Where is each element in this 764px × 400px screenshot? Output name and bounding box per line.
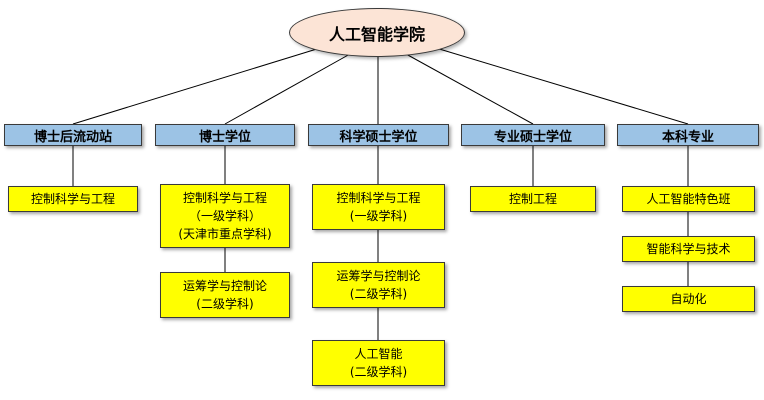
node-artificial-intelligence: 人工智能 (二级学科) xyxy=(312,340,445,386)
node-automation: 自动化 xyxy=(622,286,755,312)
node-control-science-first-level: 控制科学与工程 (一级学科) xyxy=(312,184,445,230)
node-intelligent-science-and-technology: 智能科学与技术 xyxy=(622,236,755,262)
header-doctoral-degree: 博士学位 xyxy=(155,124,295,146)
node-ai-special-class: 人工智能特色班 xyxy=(622,186,755,212)
header-postdoc-station: 博士后流动站 xyxy=(4,124,142,146)
header-professional-masters-degree: 专业硕士学位 xyxy=(461,124,605,146)
node-operations-research-control-theory-masters: 运筹学与控制论 (二级学科) xyxy=(312,262,445,308)
header-science-masters-degree: 科学硕士学位 xyxy=(308,124,449,146)
node-control-engineering: 控制工程 xyxy=(470,186,596,212)
node-operations-research-control-theory-phd: 运筹学与控制论 (二级学科) xyxy=(160,272,290,318)
root-node: 人工智能学院 xyxy=(289,8,465,57)
header-undergraduate-majors: 本科专业 xyxy=(617,124,759,146)
node-control-science-and-engineering: 控制科学与工程 xyxy=(8,186,138,212)
root-branch-lines xyxy=(72,47,689,340)
node-control-science-first-level-key: 控制科学与工程 （一级学科） (天津市重点学科) xyxy=(160,184,290,248)
